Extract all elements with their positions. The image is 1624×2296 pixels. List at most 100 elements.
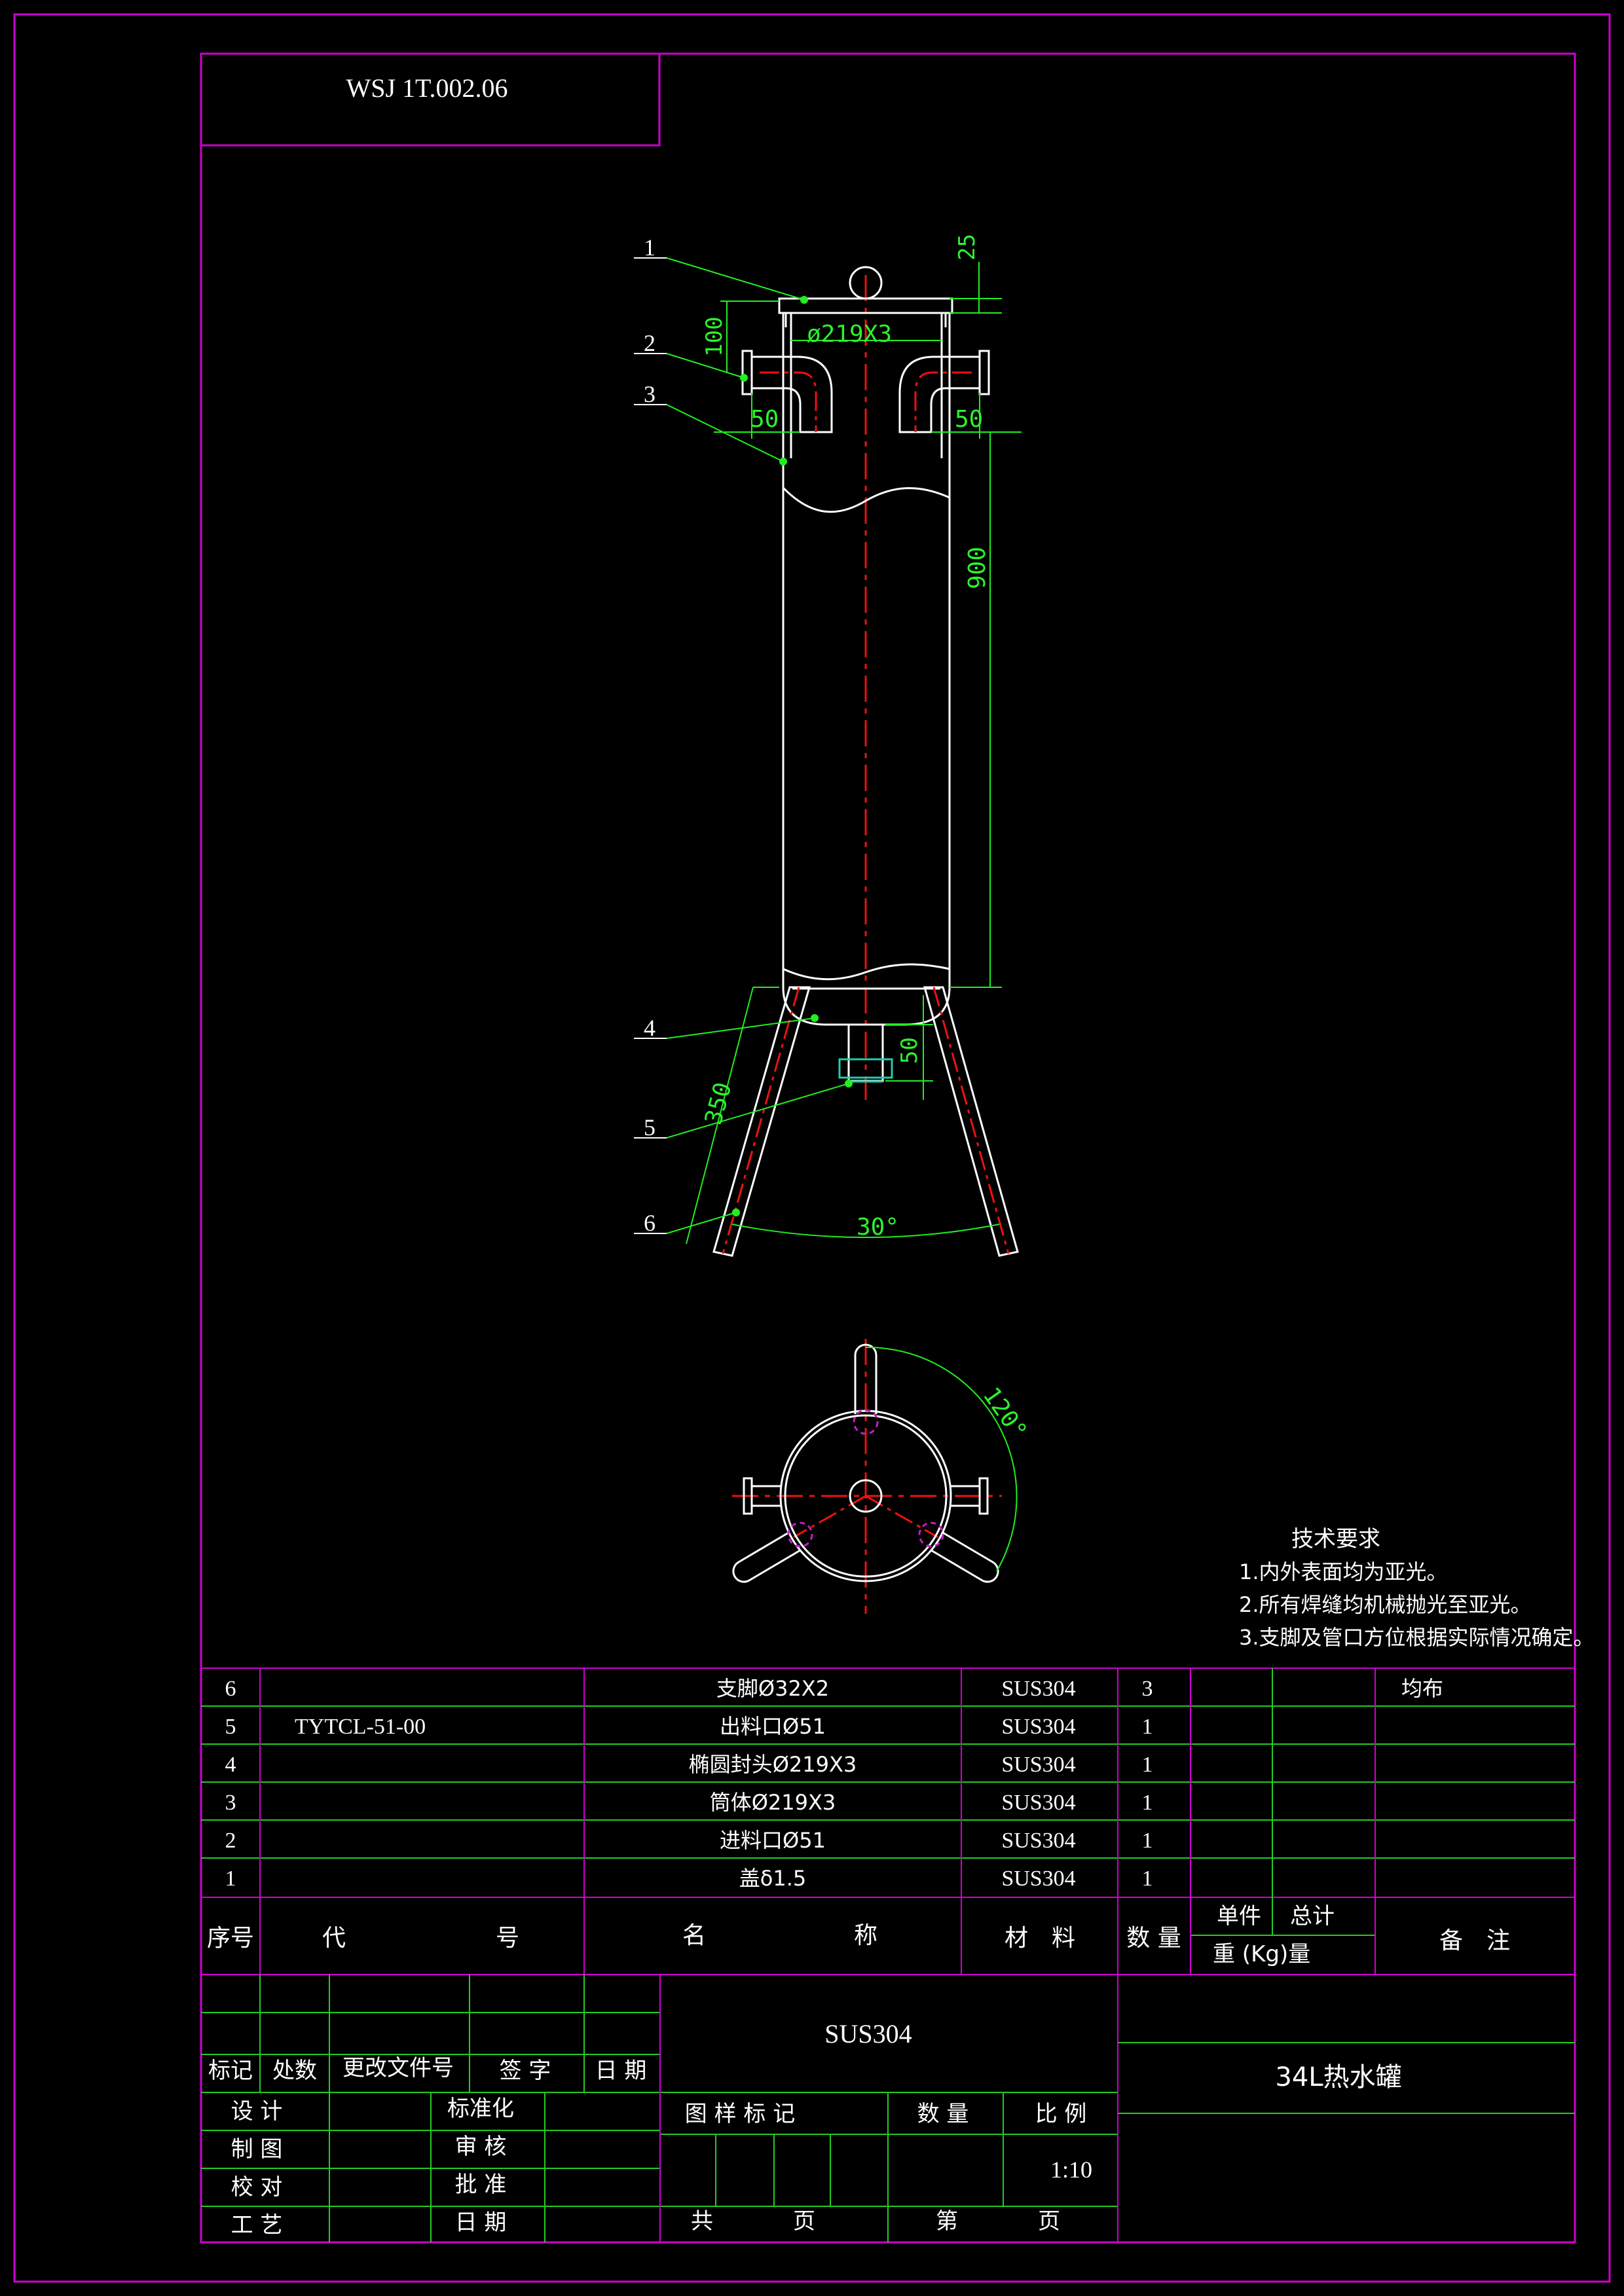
front-view <box>712 266 1019 1257</box>
inlet-flange-right <box>978 350 990 395</box>
shell-plan-inner <box>784 1414 948 1578</box>
leg-hidden-right <box>918 1522 944 1548</box>
inner-frame <box>200 52 1576 2244</box>
tb-nth: 第 <box>936 2208 958 2234</box>
parts-header: 序号 代 号 名 称 材 料 数 量 单件 总计 重 (Kg)量 备 注 <box>207 1903 1510 1967</box>
break-line-bottom <box>783 963 950 981</box>
tech-req-item-1: 1.内外表面均为亚光。 <box>1239 1559 1448 1584</box>
tb-page: 页 <box>793 2208 815 2234</box>
parts-row: 4 椭圆封头Ø219X3 SUS304 1 <box>225 1752 1153 1777</box>
part-no: 1 <box>225 1867 236 1891</box>
dimension-texts: 25 100 ø219X3 50 50 900 50 350 30° <box>700 234 991 1241</box>
part-material: SUS304 <box>1001 1791 1075 1815</box>
material-value: SUS304 <box>824 2019 912 2049</box>
part-qty: 1 <box>1142 1715 1153 1739</box>
header-material: 材 料 <box>1005 1925 1075 1952</box>
part-no: 2 <box>225 1829 236 1853</box>
tb-date2: 日 期 <box>455 2210 507 2236</box>
balloon-2: 2 <box>644 330 655 356</box>
angle-120-arc <box>865 1346 1018 1572</box>
outer-frame <box>13 13 1611 2283</box>
header-remark: 备 注 <box>1439 1927 1510 1954</box>
dimension-layer <box>666 257 1022 1245</box>
part-code: TYTCL-51-00 <box>295 1715 426 1739</box>
outlet-plan <box>849 1479 883 1513</box>
top-view <box>732 1339 1018 1614</box>
parts-row: 5 TYTCL-51-00 出料口Ø51 SUS304 1 <box>225 1714 1153 1739</box>
tb-draw: 制 图 <box>231 2136 283 2162</box>
leg-plan-left <box>732 1531 801 1583</box>
part-material: SUS304 <box>1001 1753 1075 1777</box>
leader-dots <box>732 296 853 1216</box>
tb-total-pages: 共 <box>691 2208 713 2234</box>
balloon-1: 1 <box>644 234 655 261</box>
header-code-b: 号 <box>496 1925 519 1952</box>
tb-approve: 批 准 <box>455 2172 507 2198</box>
part-name: 盖δ1.5 <box>739 1866 806 1891</box>
part-qty: 1 <box>1142 1791 1153 1815</box>
scale-value: 1:10 <box>1050 2157 1092 2183</box>
header-qty: 数 量 <box>1126 1925 1181 1952</box>
drawing-title: 34L热水罐 <box>1275 2062 1401 2092</box>
part-no: 5 <box>225 1715 236 1739</box>
part-name: 筒体Ø219X3 <box>710 1790 836 1815</box>
tb-standard: 标准化 <box>447 2096 514 2122</box>
dim-angle-120: 120° <box>978 1383 1032 1445</box>
part-qty: 1 <box>1142 1753 1153 1777</box>
header-unit: 单件 <box>1217 1903 1261 1929</box>
part-name: 出料口Ø51 <box>720 1714 826 1739</box>
header-total: 总计 <box>1290 1903 1335 1929</box>
dim-50-outlet: 50 <box>896 1037 923 1064</box>
tb-date: 日 期 <box>595 2058 647 2084</box>
leg-plan-right <box>931 1531 999 1583</box>
parts-row: 3 筒体Ø219X3 SUS304 1 <box>225 1790 1153 1815</box>
dim-100: 100 <box>701 317 728 357</box>
support-leg-right <box>923 986 1019 1257</box>
tech-req-title: 技术要求 <box>1291 1526 1380 1552</box>
tb-sample-mark: 图 样 标 记 <box>685 2101 795 2127</box>
technical-requirements: 技术要求 1.内外表面均为亚光。 2.所有焊缝均机械抛光至亚光。 3.支脚及管口… <box>1239 1526 1595 1650</box>
balloon-3: 3 <box>644 381 655 407</box>
parts-list-grid <box>201 1667 1575 1975</box>
balloon-4: 4 <box>644 1015 655 1041</box>
dim-50-right: 50 <box>955 406 983 433</box>
part-name: 进料口Ø51 <box>720 1828 826 1853</box>
tb-review: 审 核 <box>455 2134 507 2160</box>
inlet-flange-left <box>741 350 753 395</box>
header-weight: 重 (Kg)量 <box>1213 1941 1310 1967</box>
header-name-a: 名 <box>682 1922 706 1949</box>
header-no: 序号 <box>207 1925 254 1952</box>
dim-25: 25 <box>954 234 980 261</box>
parts-row: 6 支脚Ø32X2 SUS304 3 均布 <box>225 1676 1444 1701</box>
part-no: 4 <box>225 1753 236 1777</box>
part-remark: 均布 <box>1401 1676 1443 1701</box>
part-material: SUS304 <box>1001 1677 1075 1701</box>
tb-sign: 签 字 <box>500 2058 551 2084</box>
part-no: 3 <box>225 1791 236 1815</box>
tech-req-item-3: 3.支脚及管口方位根据实际情况确定。 <box>1239 1625 1595 1650</box>
tb-mark: 标记 <box>208 2058 253 2084</box>
leg-plan-top <box>854 1343 877 1414</box>
parts-list: 6 支脚Ø32X2 SUS304 3 均布 5 TYTCL-51-00 出料口Ø… <box>225 1676 1444 1891</box>
support-leg-left <box>712 986 811 1257</box>
title-block-grid <box>201 1975 1575 2242</box>
drawing-code: WSJ 1T.002.06 <box>346 73 507 103</box>
break-line-top <box>782 486 950 513</box>
part-name: 支脚Ø32X2 <box>716 1676 829 1701</box>
header-code-a: 代 <box>322 1925 346 1952</box>
part-qty: 1 <box>1142 1829 1153 1853</box>
tb-zone: 处数 <box>272 2058 317 2084</box>
part-no: 6 <box>225 1677 236 1701</box>
part-material: SUS304 <box>1001 1829 1075 1853</box>
leg-hidden-left <box>787 1522 813 1548</box>
tb-scale-label: 比 例 <box>1035 2101 1087 2127</box>
tech-req-item-2: 2.所有焊缝均机械抛光至亚光。 <box>1239 1592 1532 1617</box>
lid <box>778 297 953 314</box>
inlet-elbow-left <box>750 355 833 433</box>
balloon-6: 6 <box>644 1210 655 1236</box>
part-qty: 3 <box>1142 1677 1153 1701</box>
tb-qty-label: 数 量 <box>917 2101 969 2127</box>
part-name: 椭圆封头Ø219X3 <box>689 1752 857 1777</box>
outlet-clamp <box>838 1058 893 1079</box>
